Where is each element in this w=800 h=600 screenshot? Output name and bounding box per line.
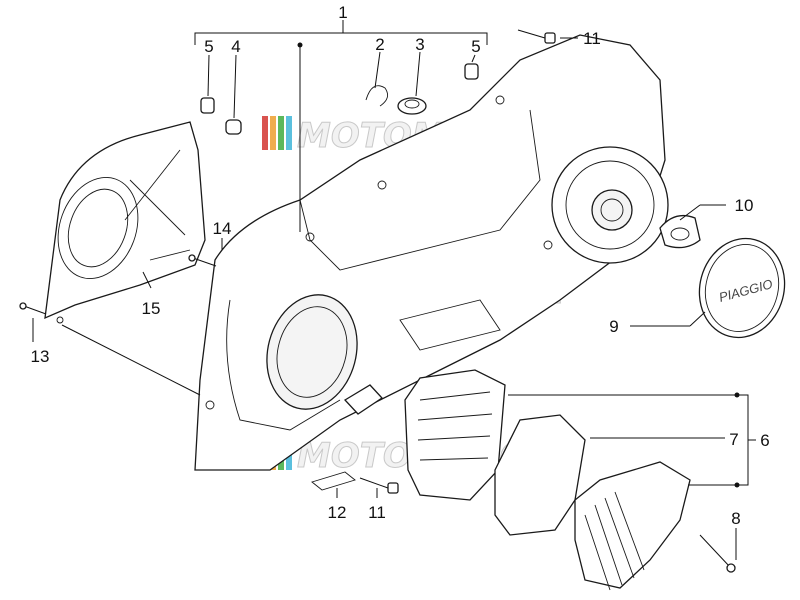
screw-part-13 bbox=[19, 302, 47, 315]
callout-10: 10 bbox=[735, 196, 754, 215]
gasket-part-15 bbox=[44, 121, 206, 324]
callout-11-bottom: 11 bbox=[368, 503, 386, 522]
callout-labels: 1 2 3 4 5 5 6 7 8 9 10 11 11 12 13 14 15 bbox=[31, 3, 770, 528]
callout-13: 13 bbox=[31, 347, 50, 366]
callout-12: 12 bbox=[328, 503, 347, 522]
leader-lines bbox=[32, 20, 756, 560]
stripe-3 bbox=[278, 116, 284, 150]
watermark-stripes bbox=[262, 116, 292, 150]
screw-part-11-bottom bbox=[359, 477, 399, 494]
callout-2: 2 bbox=[375, 35, 384, 54]
callout-9: 9 bbox=[609, 317, 618, 336]
stripe-1 bbox=[262, 116, 268, 150]
callout-1: 1 bbox=[338, 3, 347, 22]
pin-part-5-left bbox=[200, 97, 215, 114]
filter-sponge-part-7 bbox=[494, 414, 586, 536]
pin-part-5-right bbox=[464, 63, 479, 80]
clip-part-2 bbox=[365, 85, 389, 107]
bushing-part-4 bbox=[225, 119, 242, 135]
callout-14: 14 bbox=[213, 219, 232, 238]
callout-4: 4 bbox=[231, 37, 240, 56]
screw-part-11-top bbox=[517, 29, 556, 44]
transmission-cover-part-1 bbox=[194, 34, 669, 471]
screw-part-14 bbox=[188, 254, 217, 267]
callout-5-left: 5 bbox=[204, 37, 213, 56]
bushing-part-3 bbox=[397, 97, 427, 115]
callout-5-right: 5 bbox=[471, 37, 480, 56]
callout-6: 6 bbox=[760, 431, 769, 450]
clip-part-12 bbox=[311, 471, 356, 491]
cover-cap-part-9: PIAGGIO bbox=[698, 237, 786, 339]
intake-shroud bbox=[574, 461, 691, 591]
stripe-4 bbox=[286, 116, 292, 150]
bushing-part-10 bbox=[659, 214, 701, 249]
callout-11-top: 11 bbox=[583, 29, 601, 48]
callout-7: 7 bbox=[729, 430, 738, 449]
callout-8: 8 bbox=[731, 509, 740, 528]
stripe-2 bbox=[270, 116, 276, 150]
screw-part-8 bbox=[699, 534, 736, 573]
air-filter-housing bbox=[404, 369, 506, 501]
callout-15: 15 bbox=[142, 299, 161, 318]
callout-3: 3 bbox=[415, 35, 424, 54]
